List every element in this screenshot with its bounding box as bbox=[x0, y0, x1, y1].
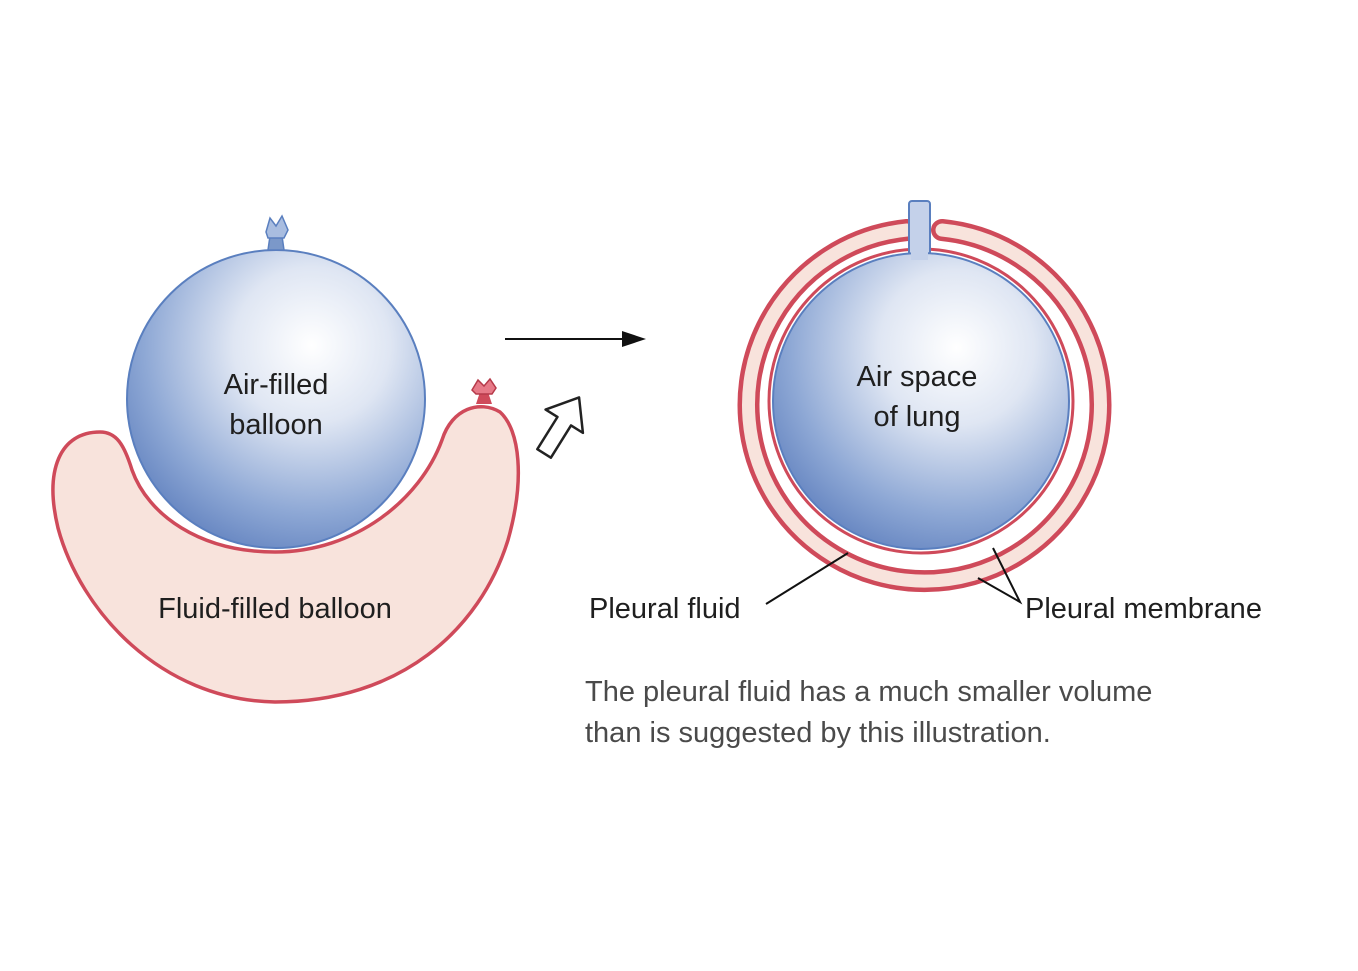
air-balloon-knot bbox=[265, 214, 289, 251]
pleural-fluid-label: Pleural fluid bbox=[589, 593, 741, 625]
volume-note-line2: than is suggested by this illustration. bbox=[585, 717, 1051, 749]
lung-pleura-diagram bbox=[737, 200, 1112, 593]
pleural-membrane-label: Pleural membrane bbox=[1025, 593, 1262, 625]
pleural-membrane-leader bbox=[977, 547, 1023, 605]
air-filled-balloon bbox=[126, 214, 426, 549]
pleural-fluid-leader bbox=[765, 552, 849, 605]
volume-note: The pleural fluid has a much smaller vol… bbox=[585, 672, 1152, 754]
outer-pleural-membrane bbox=[737, 219, 1112, 593]
lung-air-label-line1: Air space bbox=[856, 361, 978, 393]
cursor-arrow-icon bbox=[536, 396, 585, 459]
lung-air-label: Air space of lung bbox=[817, 357, 1017, 437]
fluid-filled-balloon bbox=[51, 377, 521, 704]
fluid-balloon-knot bbox=[471, 377, 497, 404]
air-balloon-label-line2: balloon bbox=[229, 409, 323, 441]
transition-arrow bbox=[505, 331, 646, 347]
fluid-balloon-label: Fluid-filled balloon bbox=[158, 593, 392, 625]
air-balloon-label-line1: Air-filled bbox=[223, 369, 329, 401]
volume-note-line1: The pleural fluid has a much smaller vol… bbox=[585, 676, 1153, 708]
air-balloon-label: Air-filled balloon bbox=[176, 365, 376, 445]
lung-air-label-line2: of lung bbox=[873, 401, 961, 433]
leader-lines bbox=[765, 547, 1023, 605]
